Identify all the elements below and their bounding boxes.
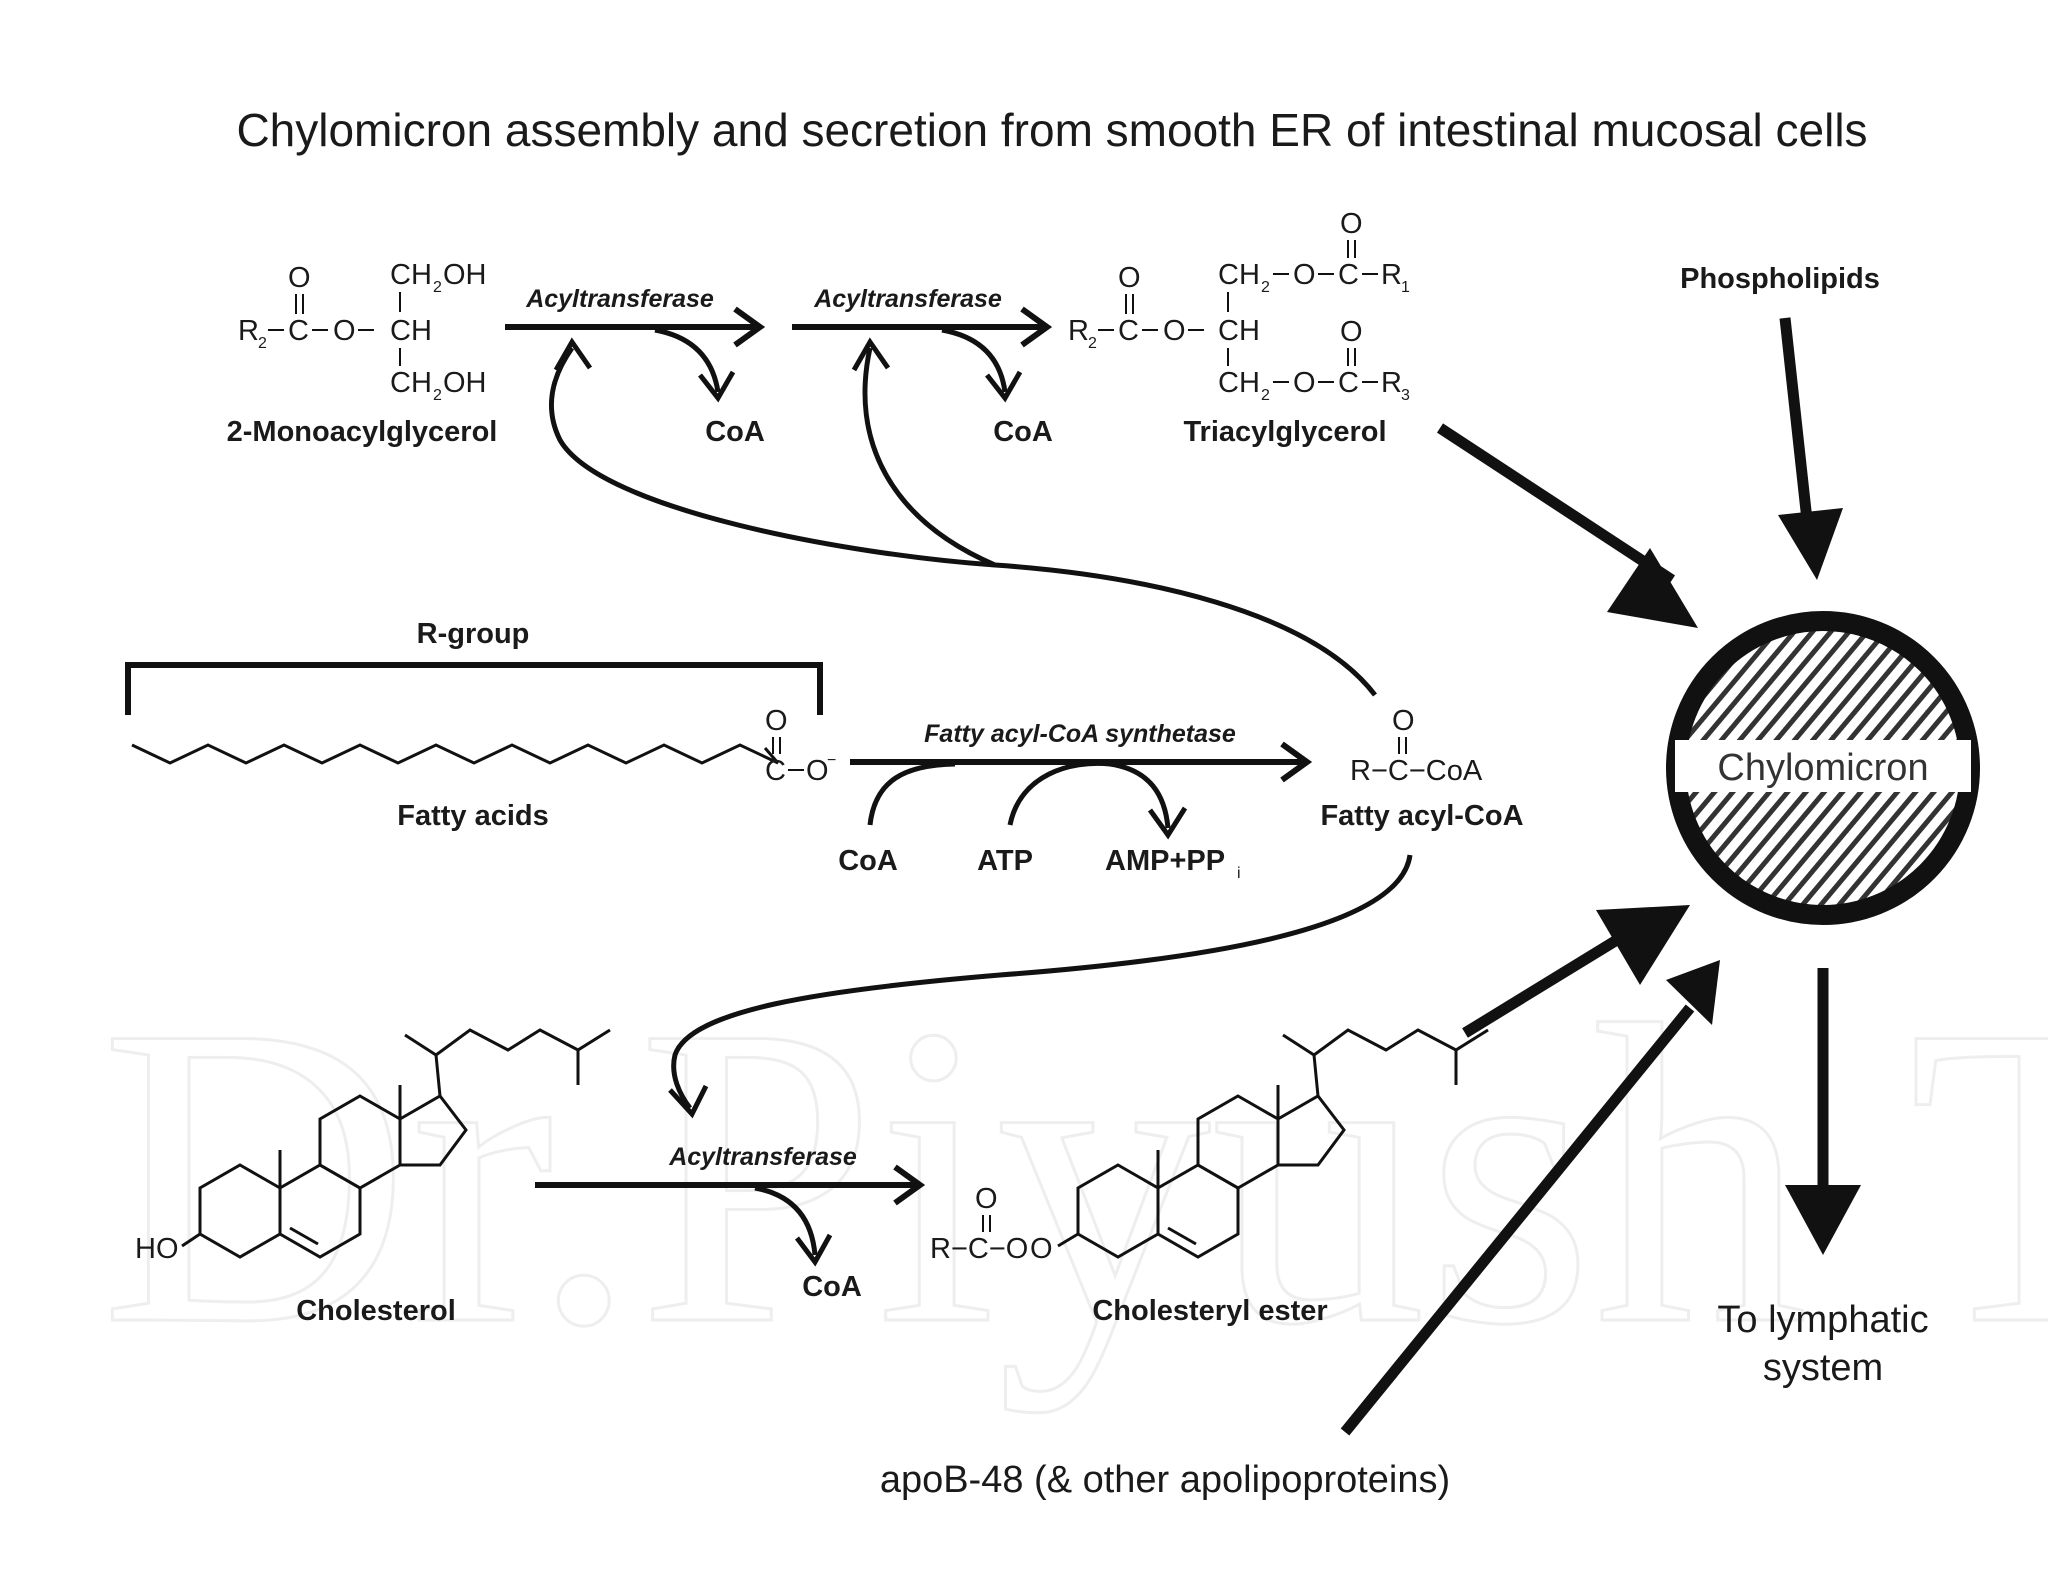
svg-text:O: O bbox=[1392, 705, 1415, 737]
svg-text:2: 2 bbox=[1261, 279, 1270, 296]
coa-2-label: CoA bbox=[993, 416, 1053, 448]
svg-text:O: O bbox=[1293, 259, 1316, 291]
svg-text:O: O bbox=[765, 705, 788, 737]
svg-text:OH: OH bbox=[443, 367, 487, 399]
fatty-acyl-coa-structure: O R−C−CoA bbox=[1350, 705, 1483, 787]
chylomicron-label: Chylomicron bbox=[1717, 747, 1928, 789]
cholesterol-label: Cholesterol bbox=[296, 1295, 456, 1327]
svg-text:O: O bbox=[1340, 208, 1363, 240]
acyltransferase-1-arrow bbox=[505, 306, 766, 403]
synthetase-label: Fatty acyl-CoA synthetase bbox=[924, 720, 1236, 748]
cholesteryl-ester-label: Cholesteryl ester bbox=[1092, 1295, 1327, 1327]
svg-text:CH: CH bbox=[390, 259, 432, 291]
fatty-acids-label: Fatty acids bbox=[397, 800, 549, 832]
coa-1-label: CoA bbox=[705, 416, 765, 448]
svg-text:2: 2 bbox=[433, 279, 442, 296]
acyltransferase-3-label: Acyltransferase bbox=[668, 1143, 857, 1171]
apob-to-chylomicron-arrow bbox=[1340, 960, 1720, 1436]
atp-label: ATP bbox=[977, 845, 1033, 877]
svg-text:O: O bbox=[1163, 315, 1186, 347]
fatty-acyl-coa-to-cholesterol-curve bbox=[668, 854, 1413, 1119]
svg-text:O: O bbox=[1030, 1233, 1053, 1265]
svg-text:R−C−CoA: R−C−CoA bbox=[1350, 755, 1483, 787]
svg-text:C: C bbox=[288, 315, 309, 347]
fatty-acid-chain bbox=[131, 743, 780, 765]
cholesteryl-ester-structure: O O R−C−O bbox=[930, 1028, 1489, 1265]
svg-text:C: C bbox=[1338, 367, 1359, 399]
svg-text:AMP+PP: AMP+PP bbox=[1105, 845, 1225, 877]
svg-text:C: C bbox=[1118, 315, 1139, 347]
svg-text:3: 3 bbox=[1401, 387, 1410, 404]
svg-text:O: O bbox=[975, 1183, 998, 1215]
to-lymphatic-line2: system bbox=[1763, 1347, 1883, 1389]
svg-text:i: i bbox=[1237, 865, 1241, 882]
watermark: Dr.Piyush Tailor bbox=[100, 938, 2048, 1414]
acyltransferase-1-label: Acyltransferase bbox=[525, 285, 714, 313]
monoacylglycerol-label: 2-Monoacylglycerol bbox=[227, 416, 498, 448]
r-group-bracket bbox=[125, 662, 823, 715]
svg-text:2: 2 bbox=[1261, 387, 1270, 404]
svg-text:2: 2 bbox=[258, 335, 267, 352]
triacylglycerol-structure: O R 2 C O CH CH 2 O C O R 1 CH 2 O C O bbox=[1068, 208, 1410, 404]
to-lymphatic-line1: To lymphatic bbox=[1717, 1299, 1928, 1341]
cholesteryl-ester-to-chylomicron-arrow bbox=[1462, 905, 1690, 1038]
svg-text:OH: OH bbox=[443, 259, 487, 291]
synthetase-arrow bbox=[850, 741, 1313, 840]
carboxylate-group: O C O − bbox=[765, 705, 836, 787]
cholesterol-structure: HO bbox=[135, 1028, 611, 1265]
coa-input-label: CoA bbox=[838, 845, 898, 877]
svg-text:HO: HO bbox=[135, 1233, 179, 1265]
fatty-acyl-coa-feedback-curves bbox=[549, 337, 1377, 697]
svg-text:R: R bbox=[1381, 367, 1402, 399]
svg-text:O: O bbox=[1293, 367, 1316, 399]
svg-text:CH: CH bbox=[1218, 315, 1260, 347]
fatty-acyl-coa-label: Fatty acyl-CoA bbox=[1320, 800, 1523, 832]
svg-text:R: R bbox=[1068, 315, 1089, 347]
svg-text:2: 2 bbox=[1088, 335, 1097, 352]
monoacylglycerol-structure: O R 2 C O CH CH 2 OH CH 2 OH bbox=[238, 259, 487, 404]
amp-ppi-label: AMP+PP i bbox=[1105, 845, 1241, 882]
svg-text:C: C bbox=[765, 755, 786, 787]
svg-text:O: O bbox=[1340, 316, 1363, 348]
svg-text:O: O bbox=[333, 315, 356, 347]
triacylglycerol-label: Triacylglycerol bbox=[1183, 416, 1386, 448]
chylomicron-particle bbox=[1666, 611, 1980, 925]
acyltransferase-3-arrow bbox=[535, 1164, 926, 1267]
acyltransferase-2-arrow bbox=[792, 306, 1053, 403]
svg-text:O: O bbox=[288, 262, 311, 294]
apob-label: apoB-48 (& other apolipoproteins) bbox=[880, 1459, 1450, 1501]
r-group-label: R-group bbox=[417, 618, 530, 650]
svg-text:R: R bbox=[1381, 259, 1402, 291]
svg-text:2: 2 bbox=[433, 387, 442, 404]
svg-text:CH: CH bbox=[1218, 367, 1260, 399]
phospholipids-arrow bbox=[1778, 317, 1843, 580]
svg-text:CH: CH bbox=[390, 367, 432, 399]
svg-text:1: 1 bbox=[1401, 279, 1410, 296]
phospholipids-label: Phospholipids bbox=[1680, 263, 1880, 295]
diagram-title: Chylomicron assembly and secretion from … bbox=[236, 104, 1867, 156]
chylomicron-to-lymphatic-arrow bbox=[1785, 968, 1861, 1255]
svg-text:R−C−O: R−C−O bbox=[930, 1233, 1028, 1265]
svg-text:C: C bbox=[1338, 259, 1359, 291]
svg-text:O: O bbox=[1118, 262, 1141, 294]
svg-text:CH: CH bbox=[1218, 259, 1260, 291]
triacylglycerol-to-chylomicron-arrow bbox=[1436, 423, 1698, 628]
svg-text:CH: CH bbox=[390, 315, 432, 347]
svg-text:O: O bbox=[806, 755, 829, 787]
svg-text:R: R bbox=[238, 315, 259, 347]
acyltransferase-2-label: Acyltransferase bbox=[813, 285, 1002, 313]
svg-text:−: − bbox=[827, 752, 836, 769]
coa-3-label: CoA bbox=[802, 1271, 862, 1303]
